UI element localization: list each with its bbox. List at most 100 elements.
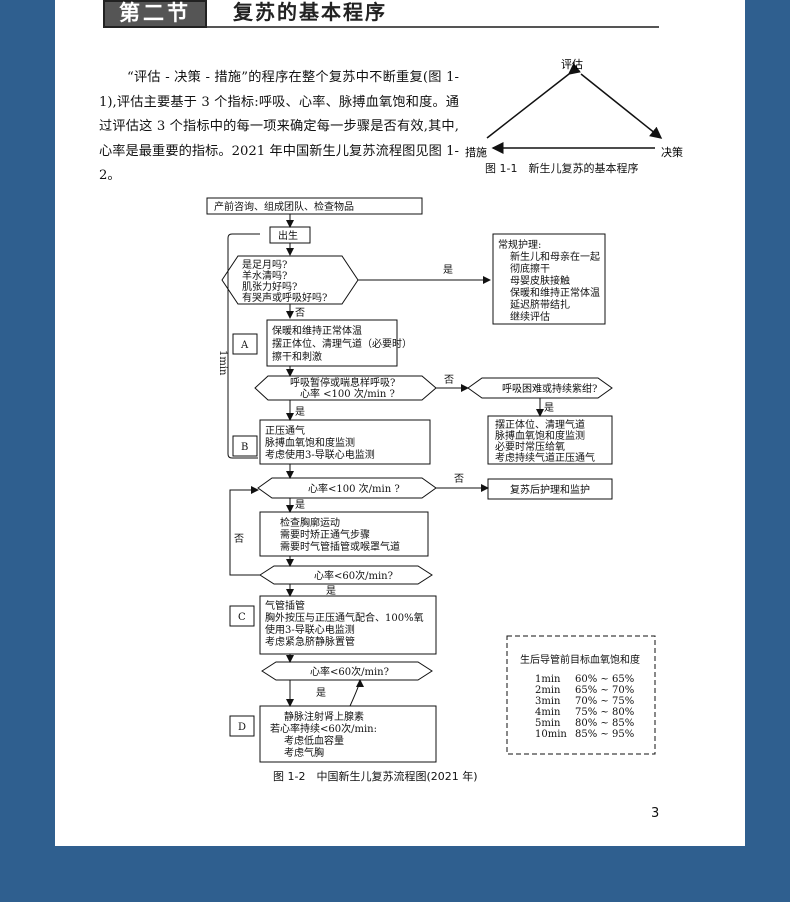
spo2-row3-range: 70% ~ 75% xyxy=(575,696,634,707)
step-d-line3: 考虑低血容量 xyxy=(284,734,344,747)
arrow-assess-to-decide xyxy=(580,73,663,139)
heart-rate-60-decision xyxy=(259,565,433,585)
body-paragraph: “评估 - 决策 - 措施”的程序在整个复苏中不断重复(图 1-1),评估主要基… xyxy=(99,70,459,183)
figure-1-2-caption: 图 1-2 中国新生儿复苏流程图(2021 年) xyxy=(273,770,478,783)
respiratory-distress-decision xyxy=(467,377,613,399)
triangle-label-action: 措施 xyxy=(465,145,487,159)
step-a-label-box xyxy=(232,333,258,355)
check-line3: 需要时气管插管或喉罩气道 xyxy=(280,540,400,553)
q1-yes: 是 xyxy=(443,264,453,276)
section-title: 复苏的基本程序 xyxy=(233,0,387,24)
routine-care-box xyxy=(492,233,606,325)
header-rule xyxy=(207,26,659,28)
step-b-line2: 脉搏血氧饱和度监测 xyxy=(265,436,355,449)
arrow-action-to-assess xyxy=(486,62,581,139)
resuscitation-flowchart: 产前咨询、组成团队、检查物品 出生 是足月吗? 羊水清吗? 肌张力好吗? 有哭声… xyxy=(206,197,656,763)
q2-line2: 心率 <100 次/min ? xyxy=(300,387,395,400)
q3-yes: 是 xyxy=(295,499,305,511)
figure-1-1-caption: 图 1-1 新生儿复苏的基本程序 xyxy=(485,162,639,175)
step-c-box xyxy=(259,595,437,655)
q1-line1: 是足月吗? xyxy=(242,259,287,271)
spo2-row2-time: 2min xyxy=(535,685,561,696)
spo2-row1-time: 1min xyxy=(535,674,561,685)
spo2-target-box xyxy=(506,635,656,755)
spo2-row4-range: 75% ~ 80% xyxy=(575,707,634,718)
spo2-title: 生后导管前目标血氧饱和度 xyxy=(520,653,640,666)
spo2-row5-time: 5min xyxy=(535,718,561,729)
check-line2: 需要时矫正通气步骤 xyxy=(280,528,370,541)
book-page: 第二节 复苏的基本程序 “评估 - 决策 - 措施”的程序在整个复苏中不断重复(… xyxy=(55,0,745,846)
step-c-line2: 胸外按压与正压通气配合、100%氧 xyxy=(265,611,424,624)
spo2-row6-time: 10min xyxy=(535,729,567,740)
step-c-label: C xyxy=(238,612,246,623)
step-b-line3: 考虑使用3-导联心电监测 xyxy=(265,448,375,461)
cpap-line2: 脉搏血氧饱和度监测 xyxy=(495,429,585,442)
post-care-text: 复苏后护理和监护 xyxy=(510,483,590,496)
cpap-line1: 摆正体位、清理气道 xyxy=(495,418,585,431)
q5-text: 心率<60次/min? xyxy=(310,665,389,678)
q4-yes: 是 xyxy=(326,585,336,597)
step-a-box xyxy=(266,319,398,367)
spo2-row6-range: 85% ~ 95% xyxy=(575,729,634,740)
q2-line1: 呼吸暂停或喘息样呼吸? xyxy=(290,376,395,389)
q2-yes: 是 xyxy=(295,406,305,418)
time-label: 1min xyxy=(217,350,228,376)
page-number: 3 xyxy=(651,806,660,821)
cpap-line4: 考虑持续气道正压通气 xyxy=(495,451,595,464)
prenatal-box xyxy=(206,197,423,215)
routine-line6: 延迟脐带结扎 xyxy=(510,298,570,311)
routine-line4: 母婴皮肤接触 xyxy=(510,274,570,287)
routine-line3: 彻底擦干 xyxy=(510,262,550,275)
post-resuscitation-box xyxy=(487,478,613,500)
step-d-label-box xyxy=(229,715,255,737)
heart-rate-60-recheck-decision xyxy=(261,661,433,681)
q1-no: 否 xyxy=(295,307,305,319)
ventilation-check-box xyxy=(259,511,429,557)
q4-text: 心率<60次/min? xyxy=(314,569,393,582)
step-a-line1: 保暖和维持正常体温 xyxy=(272,324,362,337)
spo2-row1-range: 60% ~ 65% xyxy=(575,674,634,685)
step-d-line4: 考虑气胸 xyxy=(284,746,324,759)
routine-line5: 保暖和维持正常体温 xyxy=(510,286,600,299)
q2b-text: 呼吸困难或持续紫绀? xyxy=(502,382,597,395)
assessment-triangle-figure: 评估 措施 决策 xyxy=(465,58,683,159)
routine-line7: 继续评估 xyxy=(510,310,550,323)
section-label: 第二节 xyxy=(103,0,207,28)
routine-line2: 新生儿和母亲在一起 xyxy=(510,250,600,263)
q1-line3: 肌张力好吗? xyxy=(242,280,297,293)
spo2-row4-time: 4min xyxy=(535,707,561,718)
step-d-label: D xyxy=(238,722,246,733)
q2-no: 否 xyxy=(444,374,454,386)
q1-line4: 有哭声或呼吸好吗? xyxy=(242,291,327,304)
birth-text: 出生 xyxy=(278,229,298,242)
q5-yes: 是 xyxy=(316,687,326,699)
q3-text: 心率<100 次/min ? xyxy=(308,482,400,495)
triangle-label-assess: 评估 xyxy=(561,58,583,71)
step-a-label: A xyxy=(240,340,249,351)
spo2-row3-time: 3min xyxy=(535,696,561,707)
step-b-line1: 正压通气 xyxy=(265,424,305,437)
step-c-label-box xyxy=(229,605,255,627)
step-b-label: B xyxy=(241,442,248,453)
step-d-box xyxy=(259,705,437,763)
spo2-row5-range: 80% ~ 85% xyxy=(575,718,634,729)
step-d-line2: 若心率持续<60次/min: xyxy=(270,722,377,735)
cpap-box xyxy=(487,415,613,465)
cpap-line3: 必要时常压给氧 xyxy=(495,440,565,453)
spo2-row2-range: 65% ~ 70% xyxy=(575,685,634,696)
q3-no: 否 xyxy=(454,473,464,485)
step-b-label-box xyxy=(232,435,258,457)
q1-line2: 羊水清吗? xyxy=(242,269,287,282)
step-b-box xyxy=(259,419,431,465)
q2b-yes: 是 xyxy=(544,402,554,414)
step-c-line3: 使用3-导联心电监测 xyxy=(265,623,355,636)
step-c-line1: 气管插管 xyxy=(265,599,305,612)
triangle-label-decide: 决策 xyxy=(661,145,683,159)
check-line1: 检查胸廓运动 xyxy=(280,516,340,529)
prenatal-text: 产前咨询、组成团队、检查物品 xyxy=(214,200,354,213)
step-a-line2: 摆正体位、清理气道（必要时） xyxy=(272,337,412,350)
loop-no: 否 xyxy=(234,533,244,545)
routine-line1: 常规护理: xyxy=(498,238,541,251)
step-c-line4: 考虑紧急脐静脉置管 xyxy=(265,635,355,648)
step-d-line1: 静脉注射肾上腺素 xyxy=(284,710,364,723)
